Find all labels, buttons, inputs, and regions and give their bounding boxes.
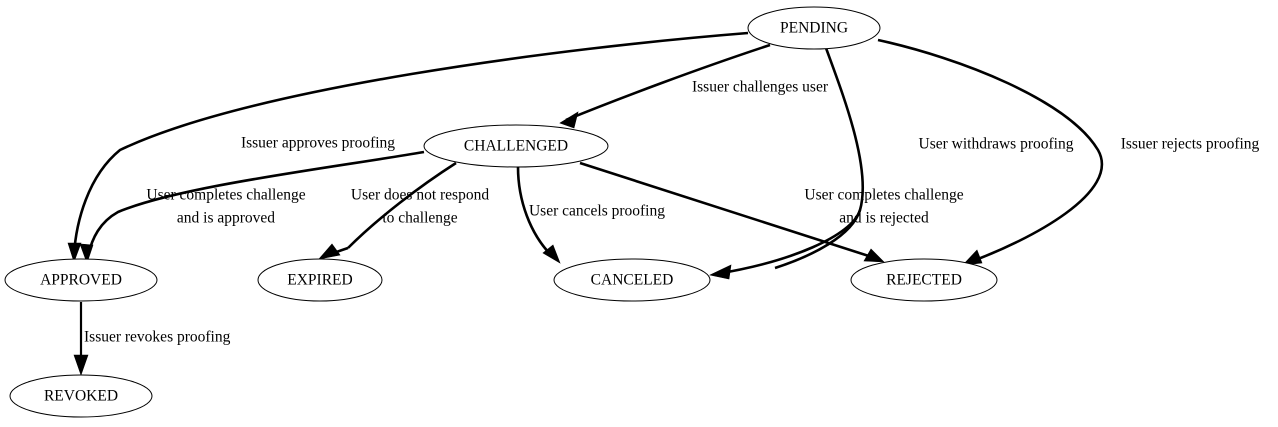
node-canceled[interactable]: CANCELED (553, 258, 711, 302)
node-canceled-label: CANCELED (591, 272, 674, 289)
edge-approved-revoked[interactable]: Issuer revokes proofing (73, 302, 231, 376)
node-revoked[interactable]: REVOKED (9, 374, 153, 418)
node-pending-label: PENDING (780, 20, 848, 37)
node-challenged-label: CHALLENGED (464, 138, 568, 155)
edge-pending-canceled-label: User withdraws proofing (919, 136, 1074, 153)
edge-challenged-approved-arrowhead (79, 243, 94, 264)
edge-challenged-canceled-label: User cancels proofing (529, 203, 665, 220)
edge-challenged-approved-label-line2: and is approved (177, 210, 275, 227)
edge-pending-approved-label: Issuer approves proofing (241, 135, 395, 152)
edge-challenged-expired-arrowhead (318, 243, 341, 260)
node-challenged[interactable]: CHALLENGED (423, 124, 609, 168)
edge-pending-approved-arrowhead (67, 242, 82, 263)
edge-challenged-approved-path (86, 150, 425, 257)
edge-approved-revoked-label: Issuer revokes proofing (84, 329, 231, 346)
node-pending[interactable]: PENDING (747, 6, 881, 50)
node-canceled-ellipse (553, 258, 711, 302)
node-challenged-ellipse (423, 124, 609, 168)
edge-pending-canceled[interactable]: User withdraws proofing (709, 47, 1074, 280)
edge-approved-revoked-arrowhead (73, 354, 89, 376)
edge-pending-rejected[interactable]: Issuer rejects proofing (877, 38, 1260, 266)
edge-pending-challenged[interactable]: Issuer challenges user (559, 43, 829, 129)
edge-challenged-expired-label-line2: to challenge (382, 210, 457, 227)
edge-pending-rejected-path (877, 38, 1104, 264)
node-revoked-ellipse (9, 374, 153, 418)
node-rejected[interactable]: REJECTED (850, 258, 998, 302)
node-rejected-ellipse (850, 258, 998, 302)
node-revoked-label: REVOKED (44, 388, 118, 405)
edge-pending-challenged-path (565, 43, 771, 122)
edge-challenged-canceled-arrowhead (542, 244, 561, 264)
edge-challenged-rejected-arrowhead (863, 248, 885, 263)
edge-challenged-approved-label-line1: User completes challenge (146, 187, 305, 204)
edge-pending-rejected-label: Issuer rejects proofing (1121, 136, 1260, 153)
edge-challenged-canceled-path (516, 166, 553, 257)
node-approved-label: APPROVED (40, 272, 122, 289)
edge-pending-approved[interactable]: Issuer approves proofing (67, 31, 749, 263)
node-approved[interactable]: APPROVED (4, 258, 158, 302)
edge-pending-canceled-path-2 (715, 209, 862, 276)
edge-challenged-expired[interactable]: User does not respond to challenge (318, 161, 489, 260)
edge-challenged-rejected-label-line2: and is rejected (839, 210, 929, 227)
edge-challenged-canceled[interactable]: User cancels proofing (516, 166, 665, 264)
edge-pending-approved-path (72, 31, 749, 256)
edge-pending-challenged-label: Issuer challenges user (692, 79, 829, 96)
edge-challenged-expired-label-line1: User does not respond (351, 187, 489, 204)
edge-challenged-rejected[interactable]: User completes challenge and is rejected (579, 161, 964, 263)
node-pending-ellipse (747, 6, 881, 50)
edge-challenged-expired-path-2 (321, 246, 349, 260)
edge-pending-challenged-arrowhead (559, 111, 579, 129)
edge-challenged-rejected-label-line1: User completes challenge (804, 187, 963, 204)
node-expired[interactable]: EXPIRED (257, 258, 383, 302)
edge-challenged-expired-path (347, 161, 457, 249)
node-expired-label: EXPIRED (287, 272, 352, 289)
edge-pending-canceled-path (774, 47, 865, 270)
node-approved-ellipse (4, 258, 158, 302)
node-rejected-label: REJECTED (886, 272, 962, 289)
edge-challenged-rejected-path (579, 161, 876, 260)
edge-challenged-approved[interactable]: User completes challenge and is approved (79, 150, 425, 264)
node-expired-ellipse (257, 258, 383, 302)
